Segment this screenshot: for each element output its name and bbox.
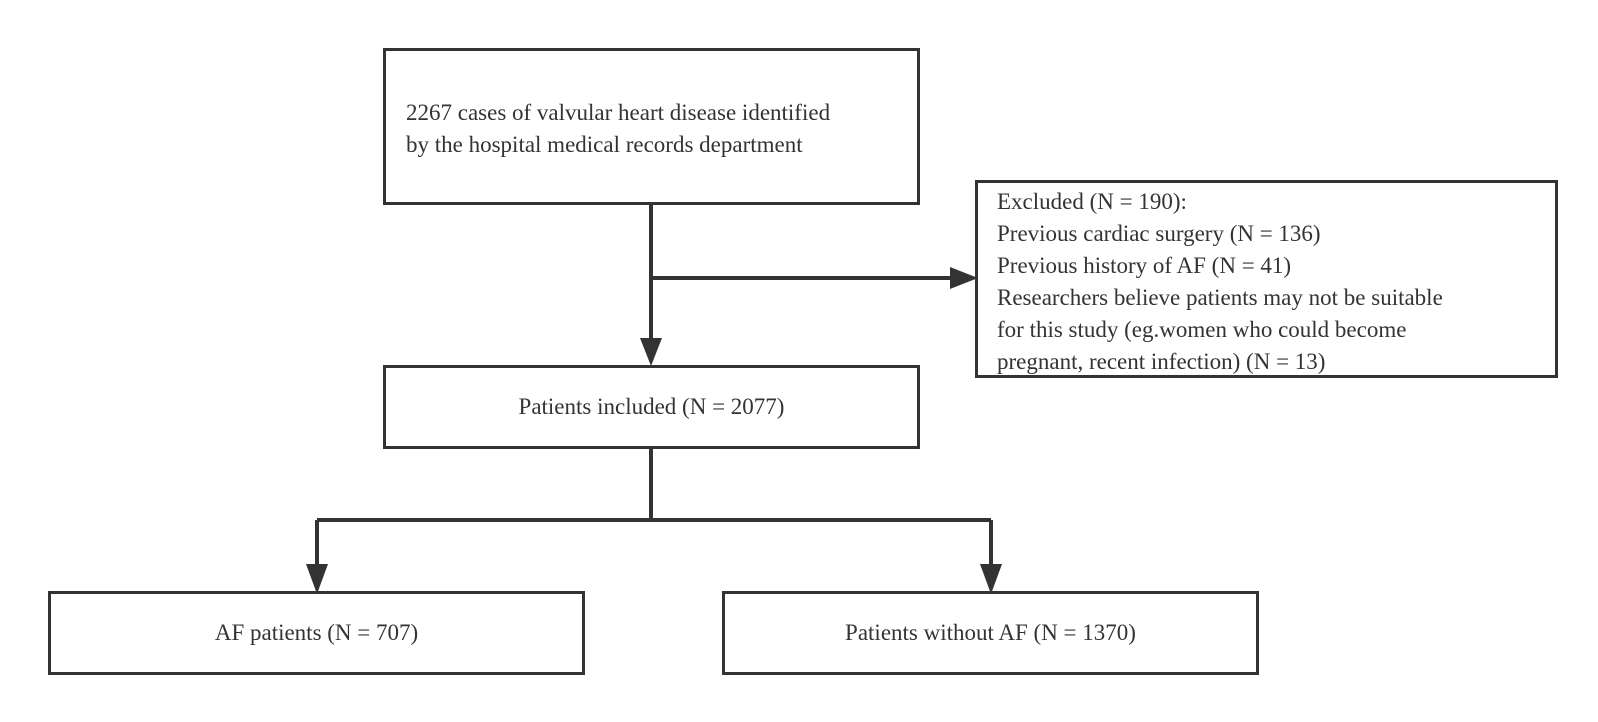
af-patients-box: AF patients (N = 707) — [48, 591, 585, 675]
no-af-patients-box: Patients without AF (N = 1370) — [722, 591, 1259, 675]
arrowhead-excluded — [950, 267, 978, 289]
excluded-line-5: for this study (eg.women who could becom… — [997, 317, 1407, 342]
included-label: Patients included (N = 2077) — [518, 394, 785, 419]
screening-text: 2267 cases of valvular heart disease ide… — [406, 97, 917, 161]
screening-box: 2267 cases of valvular heart disease ide… — [383, 48, 920, 205]
excluded-text: Excluded (N = 190): Previous cardiac sur… — [997, 186, 1555, 375]
screening-line-2: by the hospital medical records departme… — [406, 132, 803, 157]
arrowhead-af — [306, 564, 328, 594]
arrowhead-included — [640, 338, 662, 366]
af-patients-label: AF patients (N = 707) — [214, 620, 419, 645]
excluded-box: Excluded (N = 190): Previous cardiac sur… — [975, 180, 1558, 378]
excluded-line-1: Excluded (N = 190): — [997, 189, 1187, 214]
screening-line-1: 2267 cases of valvular heart disease ide… — [406, 100, 831, 125]
arrowhead-no-af — [980, 564, 1002, 594]
excluded-line-2: Previous cardiac surgery (N = 136) — [997, 221, 1321, 246]
no-af-patients-label: Patients without AF (N = 1370) — [845, 620, 1136, 645]
excluded-line-4: Researchers believe patients may not be … — [997, 285, 1443, 310]
excluded-line-3: Previous history of AF (N = 41) — [997, 253, 1292, 278]
included-box: Patients included (N = 2077) — [383, 365, 920, 449]
excluded-line-6: pregnant, recent infection) (N = 13) — [997, 349, 1326, 374]
